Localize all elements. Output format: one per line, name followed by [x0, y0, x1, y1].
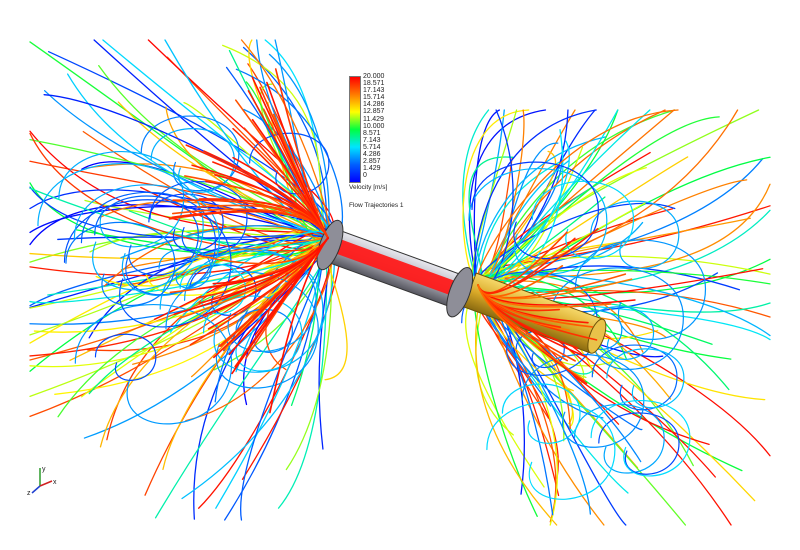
- streamline: [37, 163, 204, 291]
- axis-x-label: x: [53, 479, 57, 486]
- streamline: [120, 237, 329, 271]
- streamline: [531, 180, 635, 260]
- streamline: [179, 263, 247, 315]
- streamline: [94, 333, 157, 381]
- streamline: [477, 227, 599, 294]
- streamline: [189, 264, 257, 316]
- velocity-tick-label: 8.571: [363, 129, 381, 137]
- streamline: [222, 44, 329, 239]
- velocity-tick-label: 2.857: [363, 158, 381, 166]
- streamline: [153, 232, 329, 320]
- streamline: [486, 401, 616, 500]
- streamline: [80, 191, 217, 296]
- streamline: [583, 306, 655, 360]
- axis-y-label: y: [42, 466, 46, 473]
- streamline: [477, 109, 676, 286]
- velocity-tick-label: 14.286: [363, 101, 385, 109]
- streamline: [471, 109, 505, 288]
- streamline: [590, 200, 680, 269]
- velocity-tick-label: 11.429: [363, 115, 384, 123]
- velocity-tick-label: 12.857: [363, 108, 385, 116]
- streamline: [57, 237, 329, 418]
- shaft-flow-band: [327, 236, 456, 296]
- streamline: [98, 64, 329, 239]
- legend-units-label: Velocity [m/s]: [349, 184, 388, 191]
- velocity-tick-label: 17.143: [363, 87, 385, 95]
- streamline: [590, 400, 691, 477]
- streamline: [254, 237, 329, 336]
- streamline: [235, 308, 293, 353]
- streamline: [574, 239, 707, 340]
- hub-left: [316, 219, 344, 271]
- hub-right: [446, 267, 474, 318]
- streamline: [73, 184, 220, 296]
- velocity-tick-label: 18.571: [363, 80, 385, 88]
- axis-z-line: [31, 485, 41, 494]
- streamline: [185, 144, 329, 239]
- velocity-tick-label: 1.429: [363, 165, 381, 173]
- legend-title: Flow Trajectories 1: [349, 202, 404, 209]
- gold-cylinder-end: [587, 318, 607, 354]
- streamline: [158, 248, 212, 289]
- streamline: [573, 403, 665, 474]
- velocity-tick-label: 0: [363, 172, 367, 180]
- velocity-tick-label: 5.714: [363, 143, 381, 151]
- velocity-tick-label: 15.714: [363, 94, 385, 102]
- velocity-color-scale: [349, 76, 361, 183]
- axis-x-line: [39, 480, 53, 487]
- streamline: [598, 412, 680, 475]
- streamlines-foreground: [168, 68, 636, 414]
- streamline: [501, 383, 581, 444]
- axes-triad: y x z: [26, 462, 66, 502]
- streamline: [591, 344, 678, 411]
- velocity-tick-label: 20.000: [363, 73, 385, 80]
- streamline: [150, 128, 235, 193]
- streamline: [165, 271, 319, 389]
- streamline: [269, 237, 329, 414]
- streamline: [468, 168, 608, 275]
- streamline: [549, 267, 684, 370]
- streamline: [471, 161, 599, 260]
- streamline: [65, 221, 176, 306]
- axis-z-label: z: [27, 490, 31, 497]
- streamline: [120, 225, 329, 259]
- streamline: [58, 150, 185, 248]
- streamline: [212, 237, 329, 285]
- velocity-tick-label: 10.000: [363, 122, 385, 130]
- streamline: [94, 195, 199, 276]
- streamline: [243, 127, 329, 239]
- velocity-tick-label: 4.286: [363, 151, 381, 159]
- streamline: [606, 348, 685, 409]
- streamline: [477, 284, 544, 352]
- streamline: [521, 353, 645, 448]
- streamline: [74, 303, 233, 425]
- velocity-tick-label: 7.143: [363, 136, 381, 144]
